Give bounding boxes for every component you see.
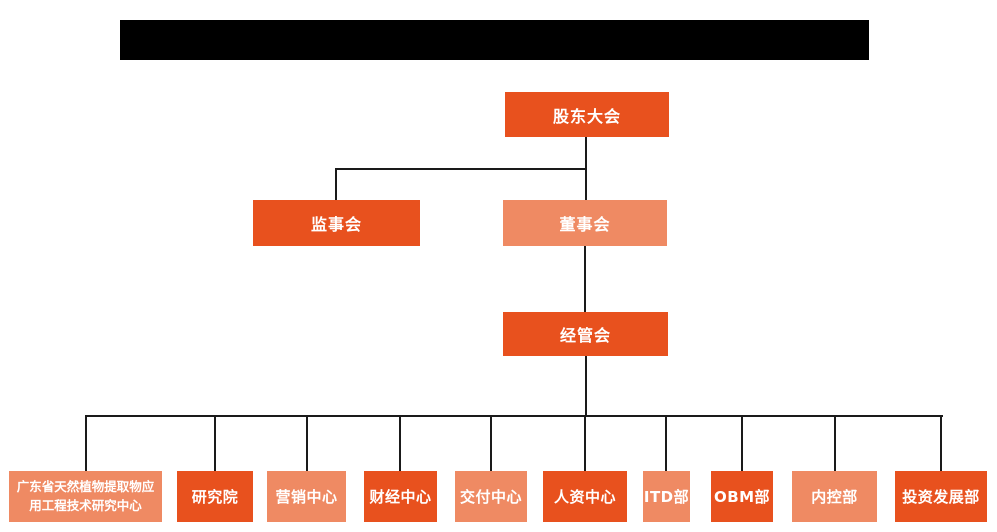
node-label: 交付中心: [459, 488, 522, 506]
connector-drop-hr-center: [584, 415, 586, 471]
connector-drop-research-center: [85, 415, 87, 471]
node-label: ITD部: [643, 488, 690, 506]
connector-drop-delivery-center: [490, 415, 492, 471]
node-label: 投资发展部: [902, 488, 980, 506]
connector-management-bus: [585, 356, 587, 416]
connector-drop-investment-dev-dept: [940, 415, 942, 471]
node-board-of-directors: 董事会: [503, 200, 667, 246]
node-label: 股东大会: [552, 106, 621, 126]
node-obm-dept: OBM部: [711, 471, 773, 522]
node-management-committee: 经管会: [503, 312, 668, 356]
redacted-title-bar: [120, 20, 869, 60]
node-label: 财经中心: [369, 488, 432, 506]
node-hr-center: 人资中心: [543, 471, 627, 522]
node-label: 监事会: [310, 215, 362, 234]
connector-board-management: [584, 246, 586, 312]
node-internal-control-dept: 内控部: [792, 471, 877, 522]
node-research-institute: 研究院: [177, 471, 253, 522]
node-label: 董事会: [559, 215, 611, 234]
node-label: OBM部: [713, 488, 771, 506]
node-label: 人资中心: [553, 488, 616, 506]
node-itd-dept: ITD部: [643, 471, 690, 522]
connector-drop-marketing-center: [306, 415, 308, 471]
node-research-center: 广东省天然植物提取物应用工程技术研究中心: [9, 471, 162, 522]
connector-branch-horizontal: [335, 168, 587, 170]
node-label: 广东省天然植物提取物应用工程技术研究中心: [16, 479, 155, 513]
connector-drop-research-institute: [214, 415, 216, 471]
node-shareholders-meeting: 股东大会: [505, 92, 669, 137]
node-label: 经管会: [559, 326, 611, 345]
node-delivery-center: 交付中心: [455, 471, 527, 522]
node-supervisory-board: 监事会: [253, 200, 420, 246]
connector-drop-obm-dept: [741, 415, 743, 471]
connector-drop-finance-center: [399, 415, 401, 471]
node-label: 内控部: [811, 488, 858, 506]
node-finance-center: 财经中心: [364, 471, 437, 522]
connector-drop-internal-control-dept: [834, 415, 836, 471]
node-marketing-center: 营销中心: [267, 471, 346, 522]
node-label: 研究院: [191, 488, 239, 506]
node-investment-dev-dept: 投资发展部: [895, 471, 987, 522]
connector-drop-supervisory: [335, 168, 337, 200]
connector-bus-horizontal: [85, 415, 943, 417]
node-label: 营销中心: [275, 488, 338, 506]
connector-drop-itd-dept: [665, 415, 667, 471]
